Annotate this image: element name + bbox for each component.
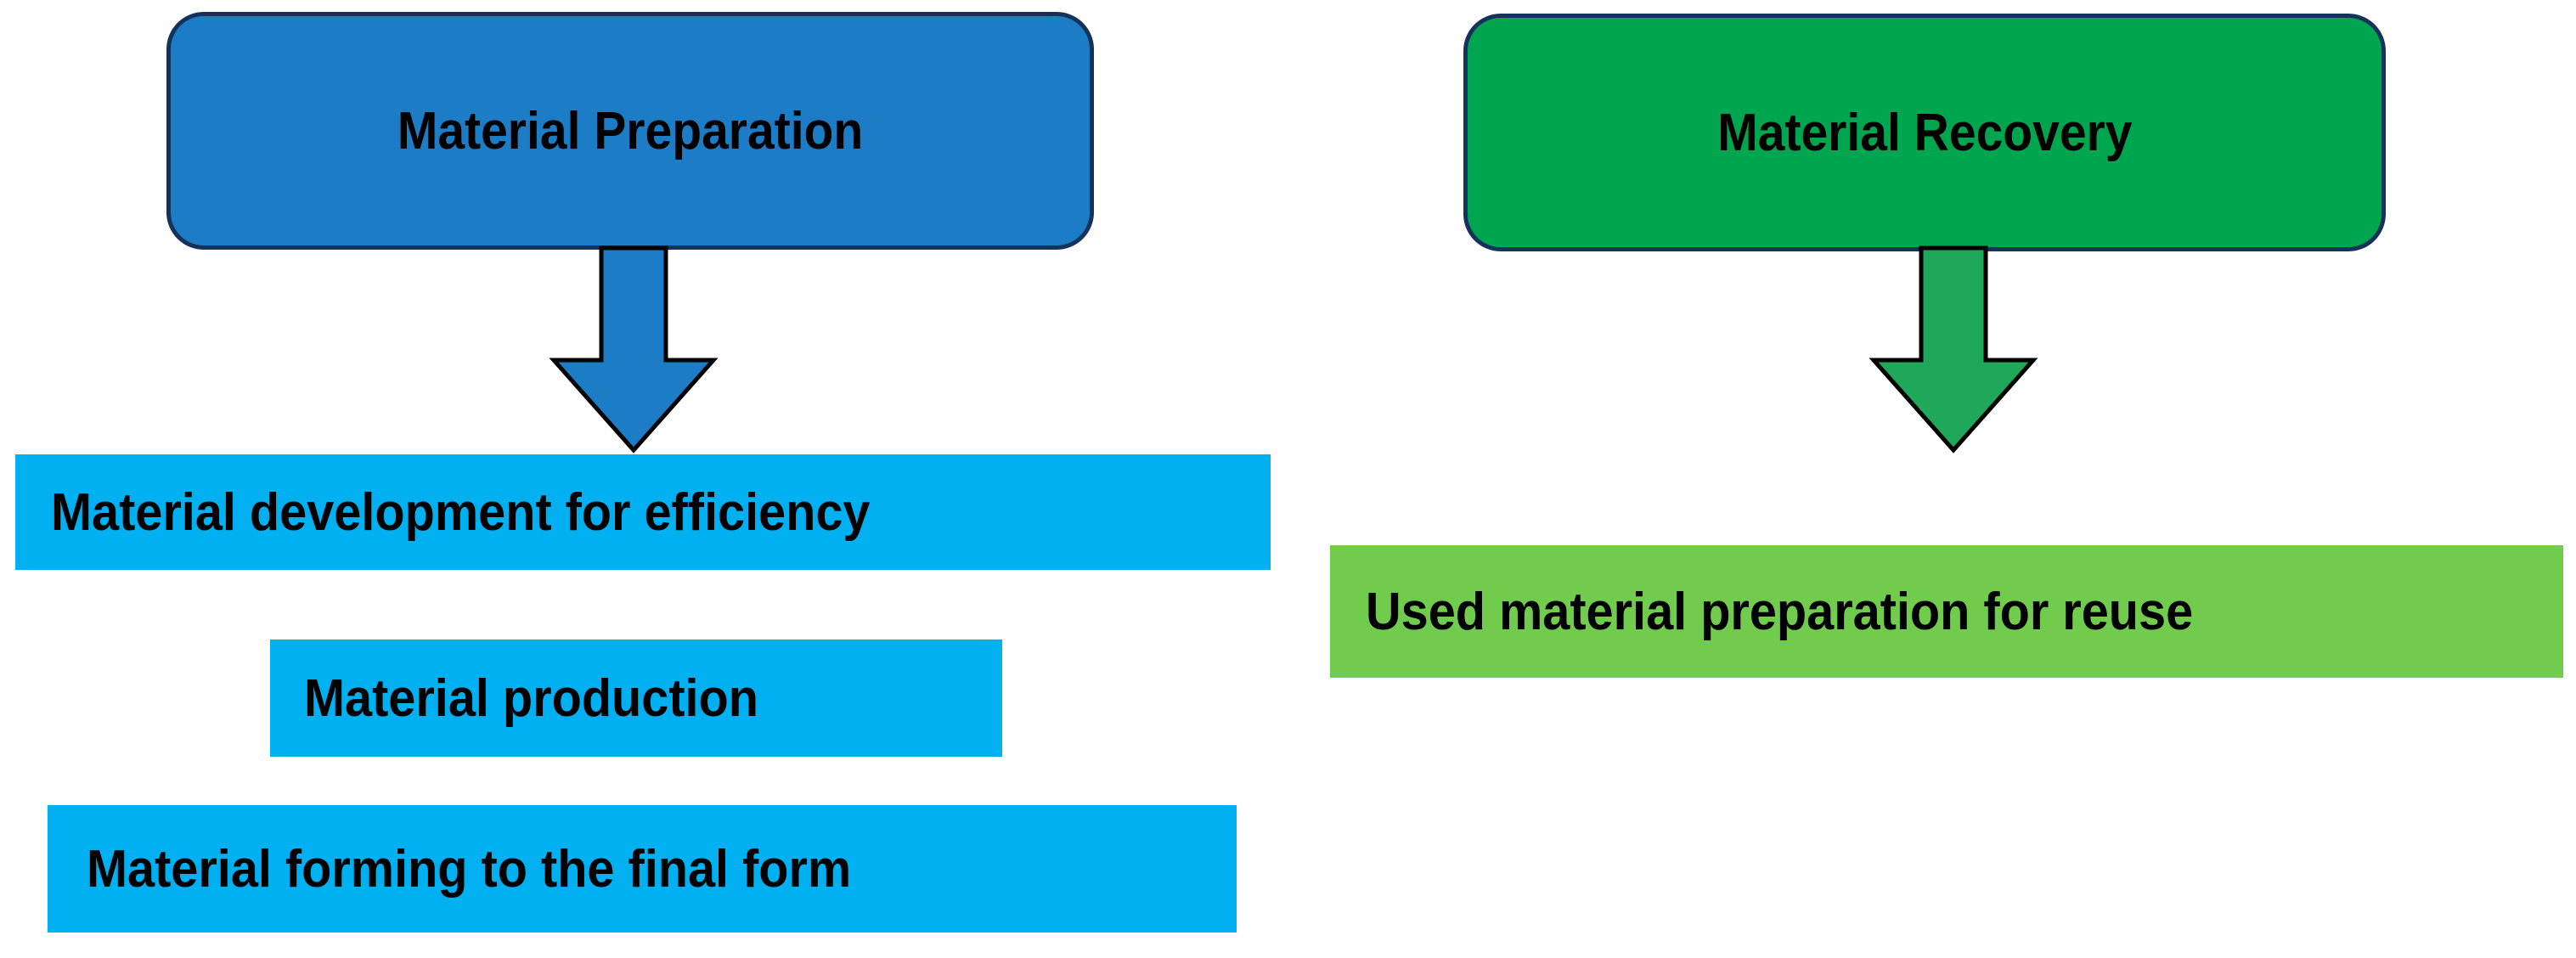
down-block-arrow-icon-preparation [544, 245, 724, 454]
step-bar-material-production[interactable]: Material production [270, 640, 1002, 757]
process-box-label: Material Preparation [397, 101, 864, 161]
process-box-material-preparation[interactable]: Material Preparation [166, 12, 1094, 250]
step-bar-label: Material forming to the final form [87, 839, 852, 899]
step-bar-material-development[interactable]: Material development for efficiency [15, 454, 1271, 570]
step-bar-material-forming[interactable]: Material forming to the final form [48, 805, 1237, 933]
step-bar-label: Material production [304, 668, 758, 728]
step-bar-label: Used material preparation for reuse [1366, 582, 2194, 641]
process-box-material-recovery[interactable]: Material Recovery [1463, 14, 2386, 251]
step-bar-used-material-preparation[interactable]: Used material preparation for reuse [1330, 545, 2563, 678]
step-bar-label: Material development for efficiency [51, 482, 871, 542]
process-box-label: Material Recovery [1716, 103, 2133, 162]
down-block-arrow-icon-recovery [1863, 245, 2043, 454]
